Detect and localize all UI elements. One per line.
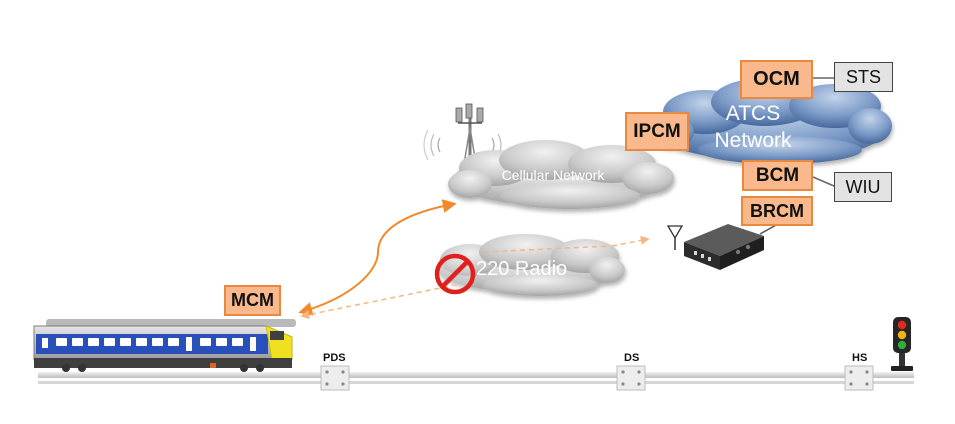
sts-system: STS [834, 62, 893, 92]
train-icon [33, 319, 296, 372]
cellular-network-label: Cellular Network [501, 167, 605, 183]
prohibited-icon [434, 253, 476, 295]
radio-220-label: 220 Radio [476, 258, 568, 280]
cellular-link-arrow [298, 199, 457, 316]
bcm-wiu-link [812, 176, 835, 187]
hs-label: HS [852, 352, 868, 364]
ipcm-module: IPCM [625, 112, 689, 151]
bcm-module: BCM [742, 160, 813, 191]
atcs-network-label-line1: ATCS [725, 102, 781, 125]
radio-device-icon [684, 224, 764, 270]
pds-marker-icon [320, 365, 350, 391]
ds-label: DS [624, 352, 640, 364]
mcm-module: MCM [224, 285, 281, 316]
wiu-system: WIU [834, 172, 892, 202]
radio-link-arrow [302, 239, 648, 316]
pds-label: PDS [323, 352, 346, 364]
railway-track [38, 372, 914, 384]
radio-link-top [483, 245, 611, 253]
brcm-module: BRCM [741, 196, 813, 226]
antenna-icon [666, 225, 684, 250]
cellular-network-cloud [448, 140, 674, 209]
traffic-light-icon [891, 317, 913, 371]
hs-marker-icon [844, 365, 874, 391]
ocm-module: OCM [740, 60, 813, 99]
atcs-network-cloud [650, 78, 892, 164]
ds-marker-icon [616, 365, 646, 391]
atcs-network-label-line2: Network [714, 129, 792, 152]
